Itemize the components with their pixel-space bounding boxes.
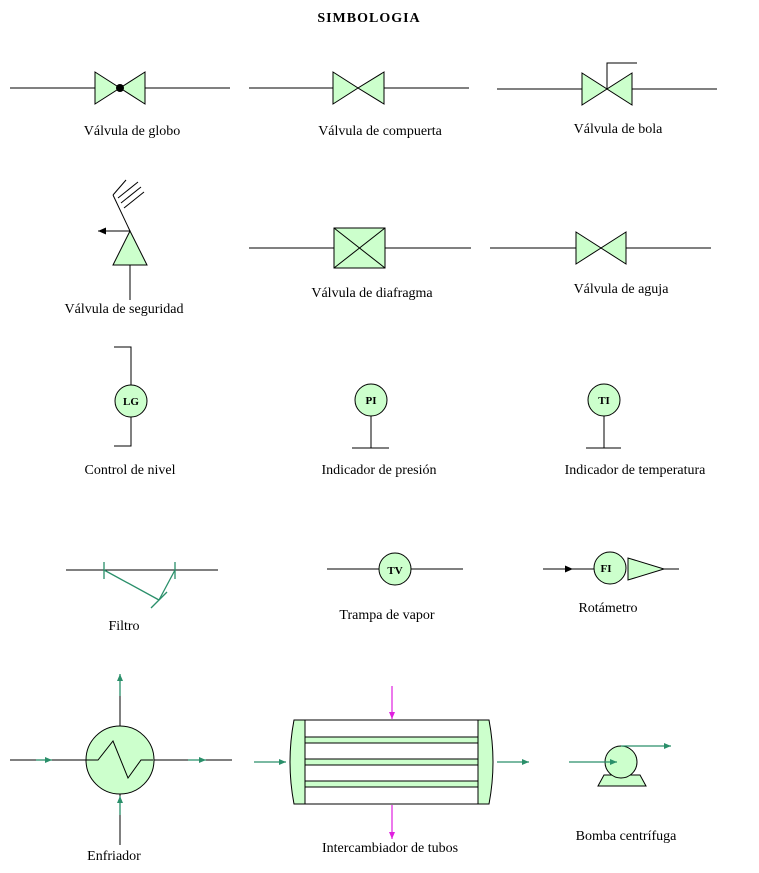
- filter-label: Filtro: [108, 619, 139, 634]
- rotameter-symbol: [543, 551, 679, 585]
- temperature-indicator-label: Indicador de temperatura: [565, 463, 706, 478]
- ball-valve-label: Válvula de bola: [574, 122, 663, 137]
- pressure-indicator-label: Indicador de presión: [321, 463, 436, 478]
- cooler-symbol: [10, 674, 232, 845]
- level-control-symbol: [114, 346, 148, 447]
- pressure-indicator-tag: PI: [366, 395, 377, 407]
- safety-valve-symbol: [98, 179, 148, 300]
- tube-exchanger-label: Intercambiador de tubos: [322, 841, 458, 856]
- needle-valve-symbol: [490, 231, 711, 265]
- temperature-indicator-tag: TI: [598, 395, 610, 407]
- diaphragm-valve-label: Válvula de diafragma: [311, 286, 433, 301]
- level-control-label: Control de nivel: [85, 463, 176, 478]
- gate-valve-label: Válvula de compuerta: [318, 124, 442, 139]
- steam-trap-label: Trampa de vapor: [339, 608, 434, 623]
- safety-valve-label: Válvula de seguridad: [65, 302, 184, 317]
- rotameter-tag: FI: [601, 563, 612, 575]
- tube-exchanger-symbol: [254, 686, 529, 839]
- gate-valve-symbol: [249, 71, 469, 105]
- pressure-indicator-symbol: [352, 383, 389, 449]
- page-title: SIMBOLOGIA: [317, 11, 420, 26]
- diaphragm-valve-symbol: [249, 227, 471, 269]
- ball-valve-symbol: [497, 62, 717, 106]
- filter-symbol: [66, 562, 218, 609]
- cooler-label: Enfriador: [87, 849, 141, 864]
- centrifugal-pump-label: Bomba centrífuga: [576, 829, 677, 844]
- globe-valve-label: Válvula de globo: [84, 124, 180, 139]
- centrifugal-pump-symbol: [569, 743, 671, 787]
- steam-trap-tag: TV: [387, 565, 402, 577]
- needle-valve-label: Válvula de aguja: [574, 282, 670, 297]
- globe-valve-symbol: [10, 71, 230, 105]
- steam-trap-symbol: [327, 552, 463, 586]
- temperature-indicator-symbol: [586, 383, 621, 449]
- rotameter-label: Rotámetro: [578, 601, 637, 616]
- level-control-tag: LG: [123, 396, 139, 408]
